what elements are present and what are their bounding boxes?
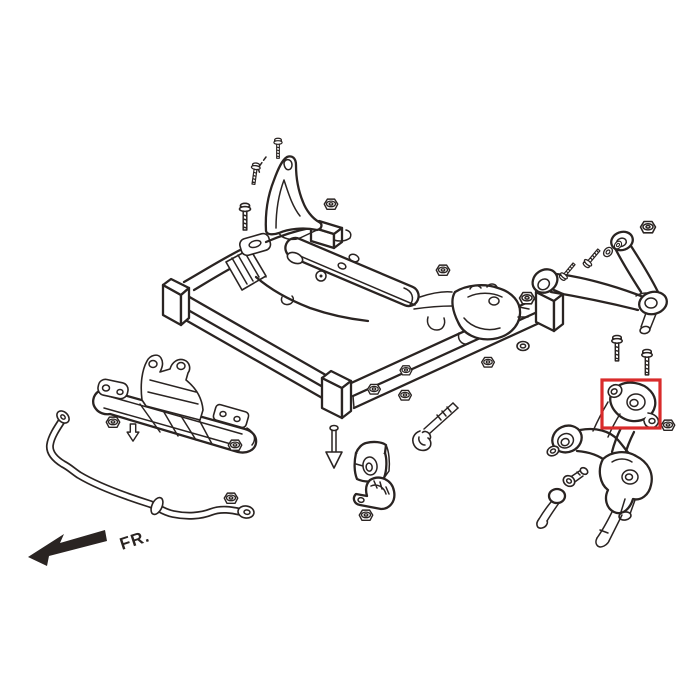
crossmember-bolt xyxy=(238,202,252,231)
flange-nut xyxy=(323,198,339,211)
hex-nut xyxy=(518,291,536,305)
flange-nut xyxy=(399,365,413,376)
small-bolt xyxy=(248,161,262,186)
arm-bolt xyxy=(557,260,578,283)
upper-ball-joint xyxy=(638,290,668,335)
bracket-bolt xyxy=(611,334,623,362)
clamp-bolt-with-arrow xyxy=(325,424,343,469)
lower-arm-rear-bushing xyxy=(592,381,660,438)
through-bolt-with-clip xyxy=(412,402,459,452)
lower-control-arm xyxy=(551,424,653,548)
engine-mount-bracket xyxy=(451,283,530,341)
flange-nut xyxy=(105,416,121,429)
flange-nut xyxy=(639,220,657,234)
arm-bolt xyxy=(581,246,603,270)
stabilizer-link xyxy=(536,466,589,529)
clamp-nut xyxy=(358,509,374,522)
washer xyxy=(516,340,530,352)
front-stay-bracket xyxy=(92,354,258,454)
bracket-bolt xyxy=(641,348,653,376)
flange-nut xyxy=(366,383,382,395)
insert-direction-arrow xyxy=(126,423,140,442)
flange-nut xyxy=(227,439,243,452)
stabilizer-bushing xyxy=(353,440,391,483)
fr-direction-arrow: FR. xyxy=(28,526,152,566)
flange-nut xyxy=(480,356,496,368)
flange-nut xyxy=(435,264,451,277)
subframe-crossmember xyxy=(161,219,565,420)
bottom-corner-post xyxy=(320,369,353,420)
steering-knuckle xyxy=(595,451,653,548)
left-corner-post xyxy=(161,277,191,327)
flange-nut xyxy=(660,419,676,432)
sway-bar-left-end xyxy=(56,410,70,424)
fr-label: FR. xyxy=(117,526,152,553)
flange-nut xyxy=(223,492,239,505)
fr-arrow-icon xyxy=(28,530,107,566)
highlight-box xyxy=(600,378,662,430)
sway-bar xyxy=(45,410,255,520)
stay-bolt xyxy=(273,137,283,159)
flange-nut xyxy=(397,389,413,401)
top-stay-bracket xyxy=(264,155,323,241)
stabilizer-bushing-clamp xyxy=(352,476,396,511)
sway-bar-right-end xyxy=(237,505,255,519)
sway-bar-collar xyxy=(150,496,164,516)
